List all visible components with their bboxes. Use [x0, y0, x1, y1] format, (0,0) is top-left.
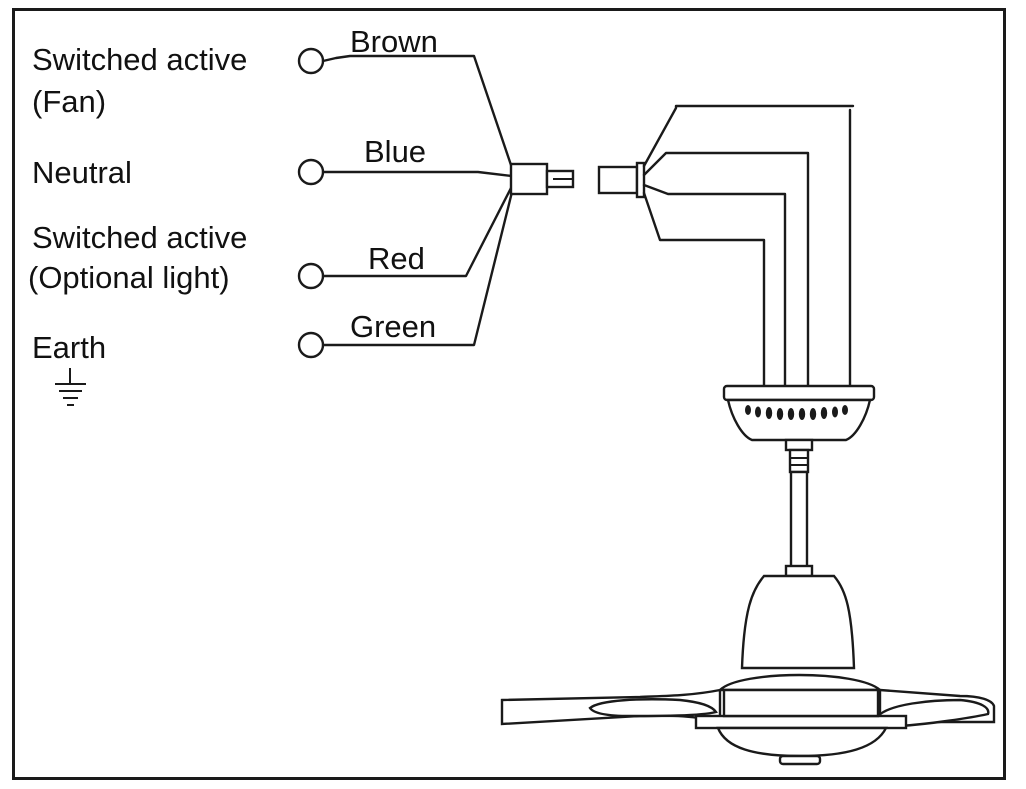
canopy-vent-slots: [745, 405, 848, 420]
terminal-label-earth: Earth: [32, 330, 107, 365]
terminal-label-fan-line2: (Fan): [32, 84, 107, 119]
wire-blue: [321, 170, 514, 178]
wire-brown: [321, 54, 514, 170]
terminal-label-fan-line1: Switched active: [32, 42, 248, 77]
wire-red: [321, 184, 514, 278]
wire-label-red: Red: [368, 241, 425, 276]
terminal-fan-circle-icon: [297, 47, 325, 75]
fan-wire-inner: [642, 183, 787, 388]
earth-ground-icon: [55, 368, 86, 406]
terminal-label-light-line2: (Optional light): [28, 260, 230, 295]
supply-plug-connector-icon: [509, 162, 575, 196]
wire-label-green: Green: [350, 309, 437, 344]
fan-plug-connector-icon: [597, 161, 646, 199]
fan-wire-middle: [642, 151, 810, 388]
fan-wire-outer: [642, 104, 855, 168]
fan-wire-lower: [642, 191, 766, 388]
terminal-label-light-line1: Switched active: [32, 220, 248, 255]
wire-green: [321, 190, 514, 347]
wire-label-blue: Blue: [364, 134, 427, 169]
ceiling-fan-icon: [500, 384, 996, 766]
wire-label-brown: Brown: [350, 24, 438, 59]
terminal-light-circle-icon: [297, 262, 325, 290]
terminal-earth-circle-icon: [297, 331, 325, 359]
terminal-neutral-circle-icon: [297, 158, 325, 186]
terminal-label-neutral: Neutral: [32, 155, 132, 190]
